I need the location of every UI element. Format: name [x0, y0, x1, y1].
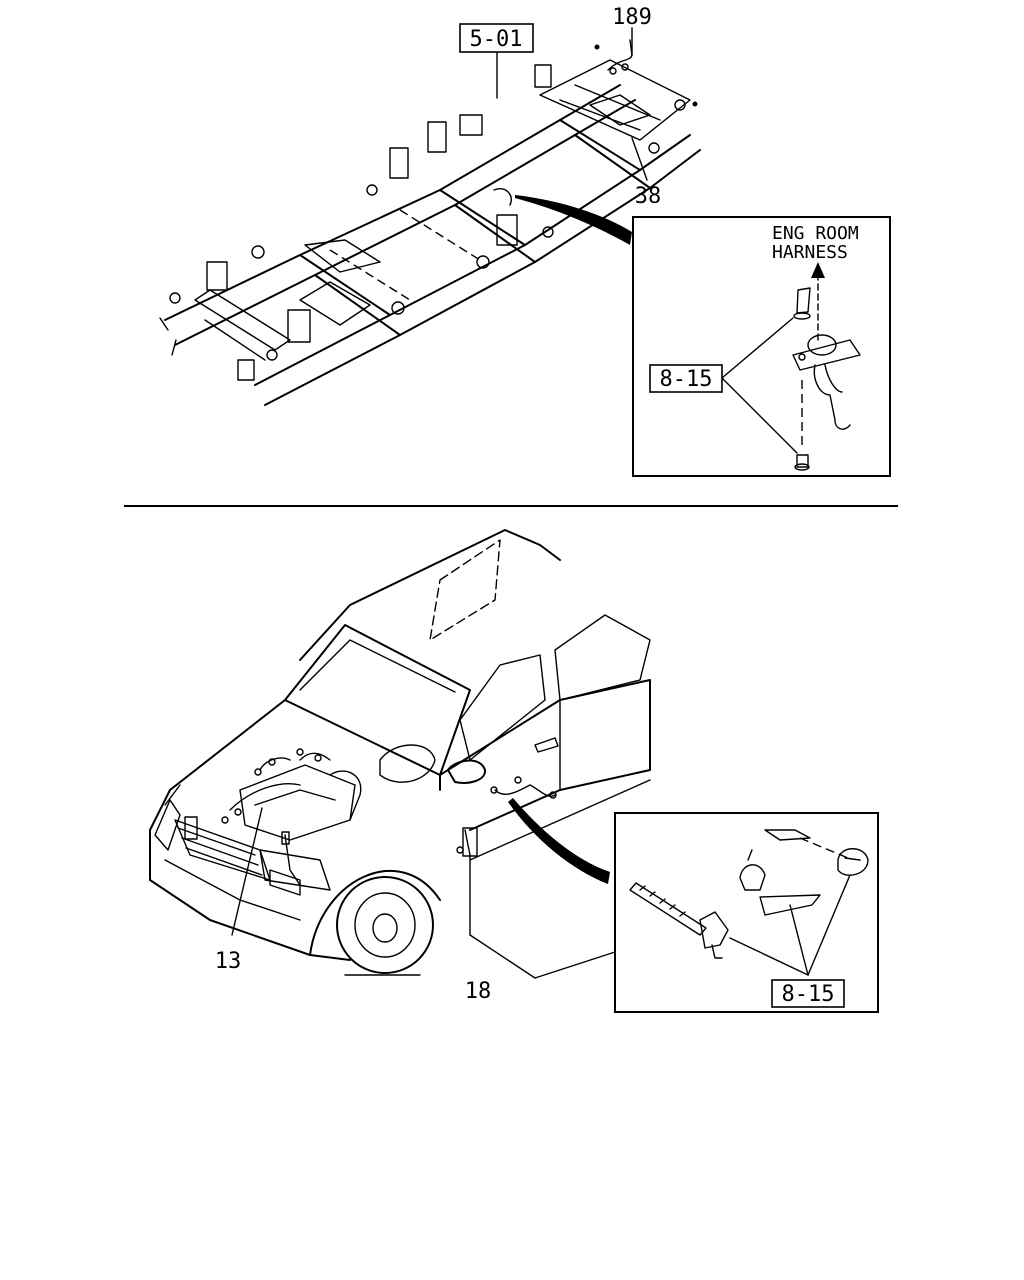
- inset-title-line2: HARNESS: [772, 242, 848, 263]
- top-leader-lines: [496, 27, 648, 245]
- ref-5-01-callout: 5-01: [459, 23, 534, 53]
- part-18-label: 18: [465, 979, 492, 1004]
- chassis-frame-drawing: [159, 39, 701, 406]
- bottom-leader-lines: [231, 807, 616, 979]
- inset-top-ref-label: 8-15: [660, 367, 713, 392]
- inset-title-line1: ENG ROOM: [772, 223, 859, 244]
- part-189-label: 189: [612, 5, 652, 30]
- part-13-label: 13: [215, 949, 242, 974]
- inset-bottom-ref-label: 8-15: [782, 982, 835, 1007]
- inset-eng-room-harness: ENG ROOM HARNESS 8-15: [632, 216, 891, 477]
- vehicle-drawing: [149, 529, 651, 976]
- part-38-label: 38: [635, 184, 662, 209]
- ref-5-01-label: 5-01: [470, 27, 523, 52]
- inset-clips: 8-15: [614, 812, 879, 1013]
